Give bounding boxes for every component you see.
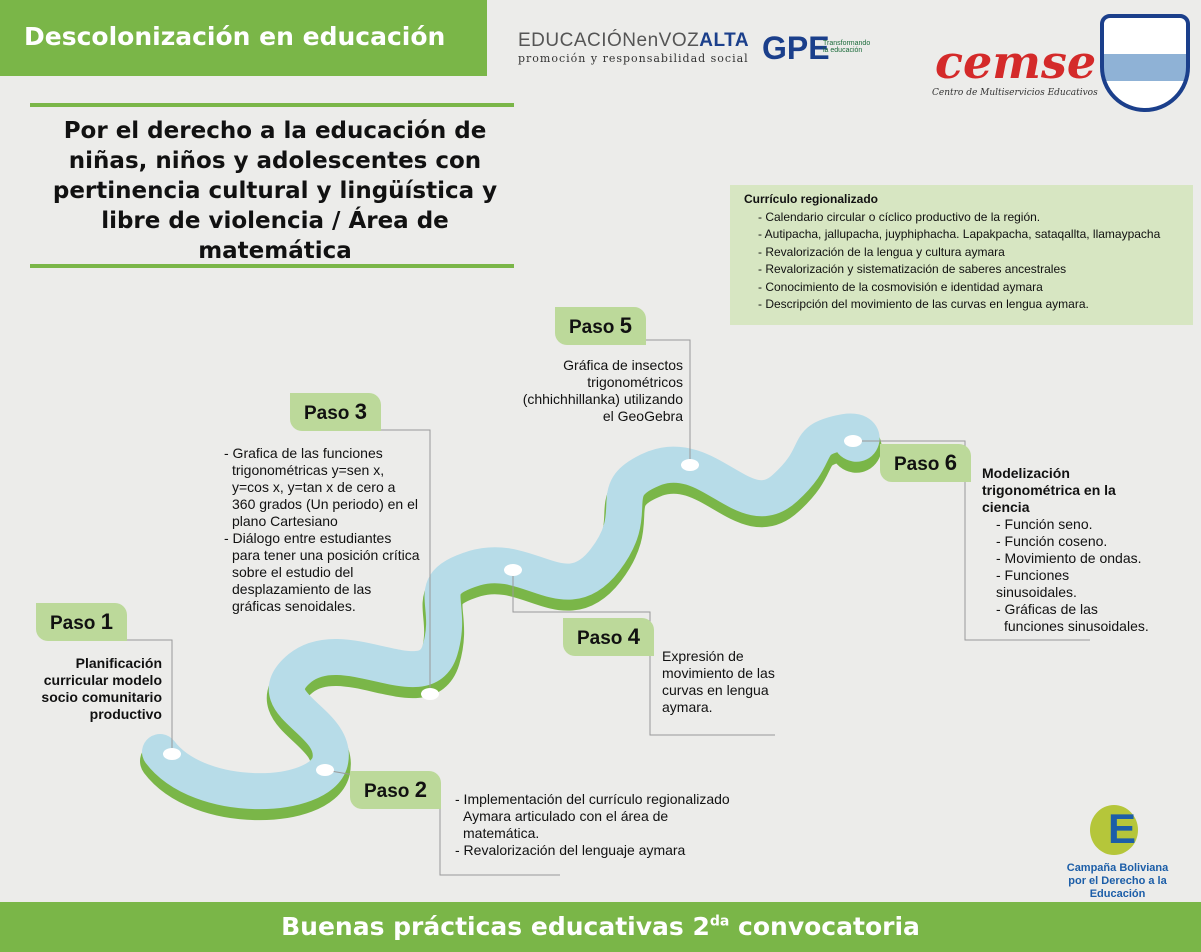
logo-cemse-sub: Centro de Multiservicios Educativos <box>932 88 1098 98</box>
step-1-tag: Paso 1 <box>36 603 127 641</box>
step-6-item: - Funciones sinusoidales. <box>996 567 1077 600</box>
logo-gpe: GPE <box>762 30 830 66</box>
step-3-item: - Grafica de las funciones trigonométric… <box>224 445 419 529</box>
road-surface <box>142 413 880 810</box>
step-6-text: Modelización trigonométrica en la cienci… <box>982 465 1152 635</box>
logo-text: EDUCACIÓNen <box>518 30 659 51</box>
step-word: Paso <box>364 781 410 802</box>
logo-text: VOZ <box>658 30 700 51</box>
step-6-tag: Paso 6 <box>880 444 971 482</box>
step-1-text: Planificación curricular modelo socio co… <box>41 655 162 722</box>
step-word: Paso <box>894 454 940 475</box>
curriculum-item: - Revalorización y sistematización de sa… <box>758 262 1067 276</box>
step-number: 4 <box>627 624 640 649</box>
curriculum-item: - Revalorización de la lengua y cultura … <box>758 244 1005 259</box>
step-word: Paso <box>50 613 96 634</box>
step-number: 5 <box>619 313 632 338</box>
step-6-heading: Modelización trigonométrica en la cienci… <box>982 465 1116 515</box>
campaign-logo-e-icon: E <box>1108 805 1137 852</box>
connector-step3 <box>360 429 431 694</box>
connector-step4 <box>512 570 775 736</box>
bottom-banner: Buenas prácticas educativas 2da convocat… <box>0 902 1201 952</box>
step-2-item: - Implementación del currículo regionali… <box>455 791 730 841</box>
curriculum-box: Currículo regionalizado - Calendario cir… <box>730 185 1193 325</box>
title-rule-top <box>30 103 514 107</box>
campaign-line1: Campaña Boliviana <box>1066 862 1169 874</box>
step-word: Paso <box>304 403 350 424</box>
step-6-item: - Movimiento de ondas. <box>996 550 1142 566</box>
logo-gpe-sub: Transformando la educación <box>823 40 871 54</box>
logo-subtext: promoción y responsabilidad social <box>518 52 749 65</box>
step-4-tag: Paso 4 <box>563 618 654 656</box>
step-6-item: - Función coseno. <box>996 533 1108 549</box>
bottom-sup: da <box>709 913 730 930</box>
waypoint <box>681 459 699 471</box>
waypoint <box>163 748 181 760</box>
step-word: Paso <box>577 628 623 649</box>
campaign-logo-icon <box>1090 805 1138 855</box>
waypoint <box>316 764 334 776</box>
step-number: 6 <box>944 450 957 475</box>
logo-text: ALTA <box>699 30 750 51</box>
step-6-item: - Función seno. <box>996 516 1093 532</box>
step-5-text: Gráfica de insectos trigonométricos (chh… <box>522 357 683 424</box>
campaign-line2: por el Derecho a la Educación <box>1068 875 1167 900</box>
connector-step6 <box>853 440 1090 641</box>
step-6-item: - Gráficas de las funciones sinusoidales… <box>996 601 1149 634</box>
page-title: Por el derecho a la educación de niñas, … <box>52 118 498 264</box>
campaign-logo-text: Campaña Boliviana por el Derecho a la Ed… <box>1040 862 1195 901</box>
waypoint <box>504 564 522 576</box>
curriculum-item: - Conocimiento de la cosmovisión e ident… <box>758 279 1043 294</box>
step-2-tag: Paso 2 <box>350 771 441 809</box>
title-rule-bottom <box>30 264 514 268</box>
waypoint <box>844 435 862 447</box>
step-3-text: - Grafica de las funciones trigonométric… <box>224 445 420 615</box>
curriculum-item: - Descripción del movimiento de las curv… <box>758 297 1089 311</box>
step-number: 3 <box>354 399 367 424</box>
step-number: 2 <box>414 777 427 802</box>
school-crest-logo <box>1100 14 1190 112</box>
step-2-text: - Implementación del currículo regionali… <box>455 791 735 859</box>
curriculum-heading: Currículo regionalizado <box>744 192 879 206</box>
logo-cemse: cemse <box>935 35 1097 89</box>
step-word: Paso <box>569 317 615 338</box>
header-banner: Descolonización en educación <box>0 0 487 76</box>
bottom-text2: convocatoria <box>729 912 920 941</box>
bottom-text: Buenas prácticas educativas 2 <box>281 912 710 941</box>
waypoint <box>421 688 439 700</box>
step-5-tag: Paso 5 <box>555 307 646 345</box>
step-number: 1 <box>100 609 113 634</box>
step-3-tag: Paso 3 <box>290 393 381 431</box>
connector-step5 <box>640 339 691 465</box>
step-2-item: - Revalorización del lenguaje aymara <box>455 842 686 858</box>
connector-step1 <box>120 639 173 754</box>
step-3-item: - Diálogo entre estudiantes para tener u… <box>224 530 420 614</box>
curriculum-item: - Calendario circular o cíclico producti… <box>758 209 1041 224</box>
step-4-text: Expresión de movimiento de las curvas en… <box>662 648 775 715</box>
curriculum-item: - Autipacha, jallupacha, juyphiphacha. L… <box>758 227 1161 241</box>
